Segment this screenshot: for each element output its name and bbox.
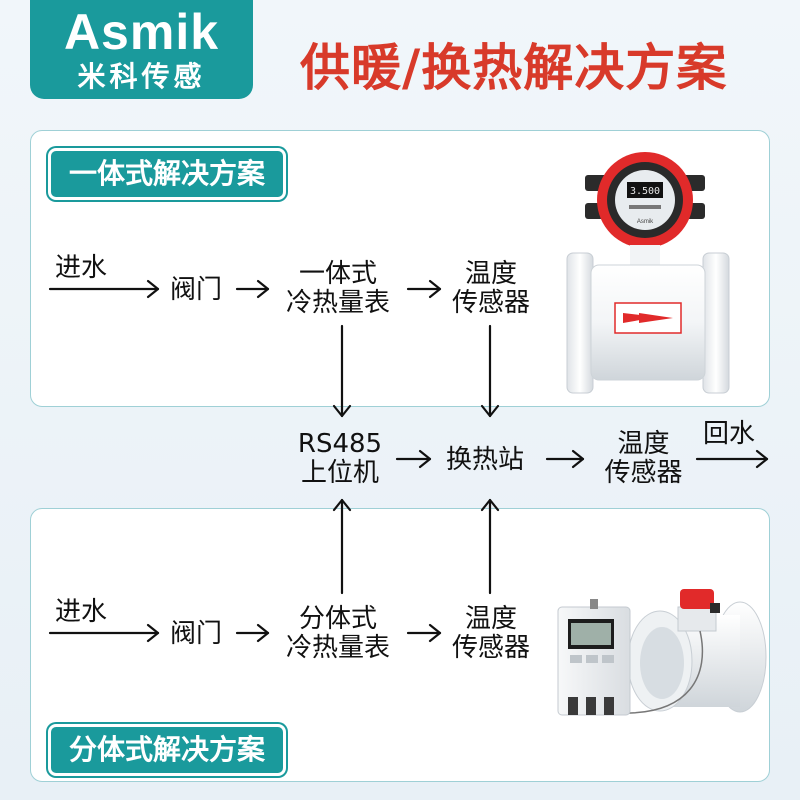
meter-display-readout: 3.500: [630, 186, 660, 197]
inlet-label-top: 进水: [55, 253, 108, 283]
brand-logo: Asmik 米科传感: [30, 0, 253, 99]
valve-label-top: 阀门: [170, 275, 223, 305]
brand-name: Asmik: [63, 4, 220, 60]
split-solution-tag: 分体式解决方案: [48, 724, 287, 776]
temp-sensor-mid-line2: 传感器: [604, 458, 683, 488]
integrated-solution-tag: 一体式解决方案: [48, 148, 287, 200]
temp-sensor-top-line1: 温度: [464, 259, 517, 289]
arrow-inlet-to-valve-top: [48, 279, 160, 299]
temp-sensor-label-bottom: 温度 传感器: [445, 605, 537, 663]
return-water-label: 回水: [703, 419, 756, 449]
rs485-host-label: RS485 上位机: [285, 430, 395, 488]
arrow-meter-to-host: [332, 324, 352, 418]
arrow-inlet-to-valve-bottom: [48, 623, 160, 643]
inlet-label-bottom: 进水: [55, 597, 108, 627]
arrow-meter-to-sensor-top: [406, 279, 442, 299]
arrow-host-to-station: [395, 449, 432, 469]
temp-sensor-mid-line1: 温度: [617, 429, 670, 459]
integrated-meter-line1: 一体式: [298, 259, 377, 289]
page-title: 供暖/换热解决方案: [300, 39, 728, 97]
integrated-flowmeter-image: 3.500 Asmik: [566, 152, 730, 394]
arrow-station-to-sensor: [545, 449, 585, 469]
heat-exchange-station-label: 换热站: [446, 445, 525, 475]
split-meter-label: 分体式 冷热量表: [278, 605, 398, 663]
split-meter-line2: 冷热量表: [285, 633, 390, 663]
arrow-meter-to-sensor-bottom: [406, 623, 442, 643]
valve-label-bottom: 阀门: [170, 619, 223, 649]
arrow-valve-to-meter-bottom: [235, 623, 270, 643]
temp-sensor-bottom-line1: 温度: [464, 604, 517, 634]
integrated-meter-line2: 冷热量表: [285, 288, 390, 318]
host-line1: RS485: [297, 429, 383, 459]
arrow-sensor-to-station-top: [480, 324, 500, 418]
split-meter-line1: 分体式: [298, 604, 377, 634]
integrated-meter-label: 一体式 冷热量表: [278, 260, 398, 318]
arrow-sensor-to-return: [695, 449, 769, 469]
temp-sensor-bottom-line2: 传感器: [451, 633, 530, 663]
temp-sensor-label-top: 温度 传感器: [445, 260, 537, 318]
temp-sensor-top-line2: 传感器: [451, 288, 530, 318]
host-line2: 上位机: [300, 458, 379, 488]
arrow-split-meter-to-host: [332, 498, 352, 595]
arrow-valve-to-meter-top: [235, 279, 270, 299]
brand-subtitle: 米科传感: [77, 60, 206, 93]
split-flowmeter-image: [557, 589, 767, 716]
meter-logo-text: Asmik: [637, 219, 654, 225]
arrow-split-sensor-to-station: [480, 498, 500, 595]
temp-sensor-label-mid: 温度 传感器: [596, 430, 691, 488]
